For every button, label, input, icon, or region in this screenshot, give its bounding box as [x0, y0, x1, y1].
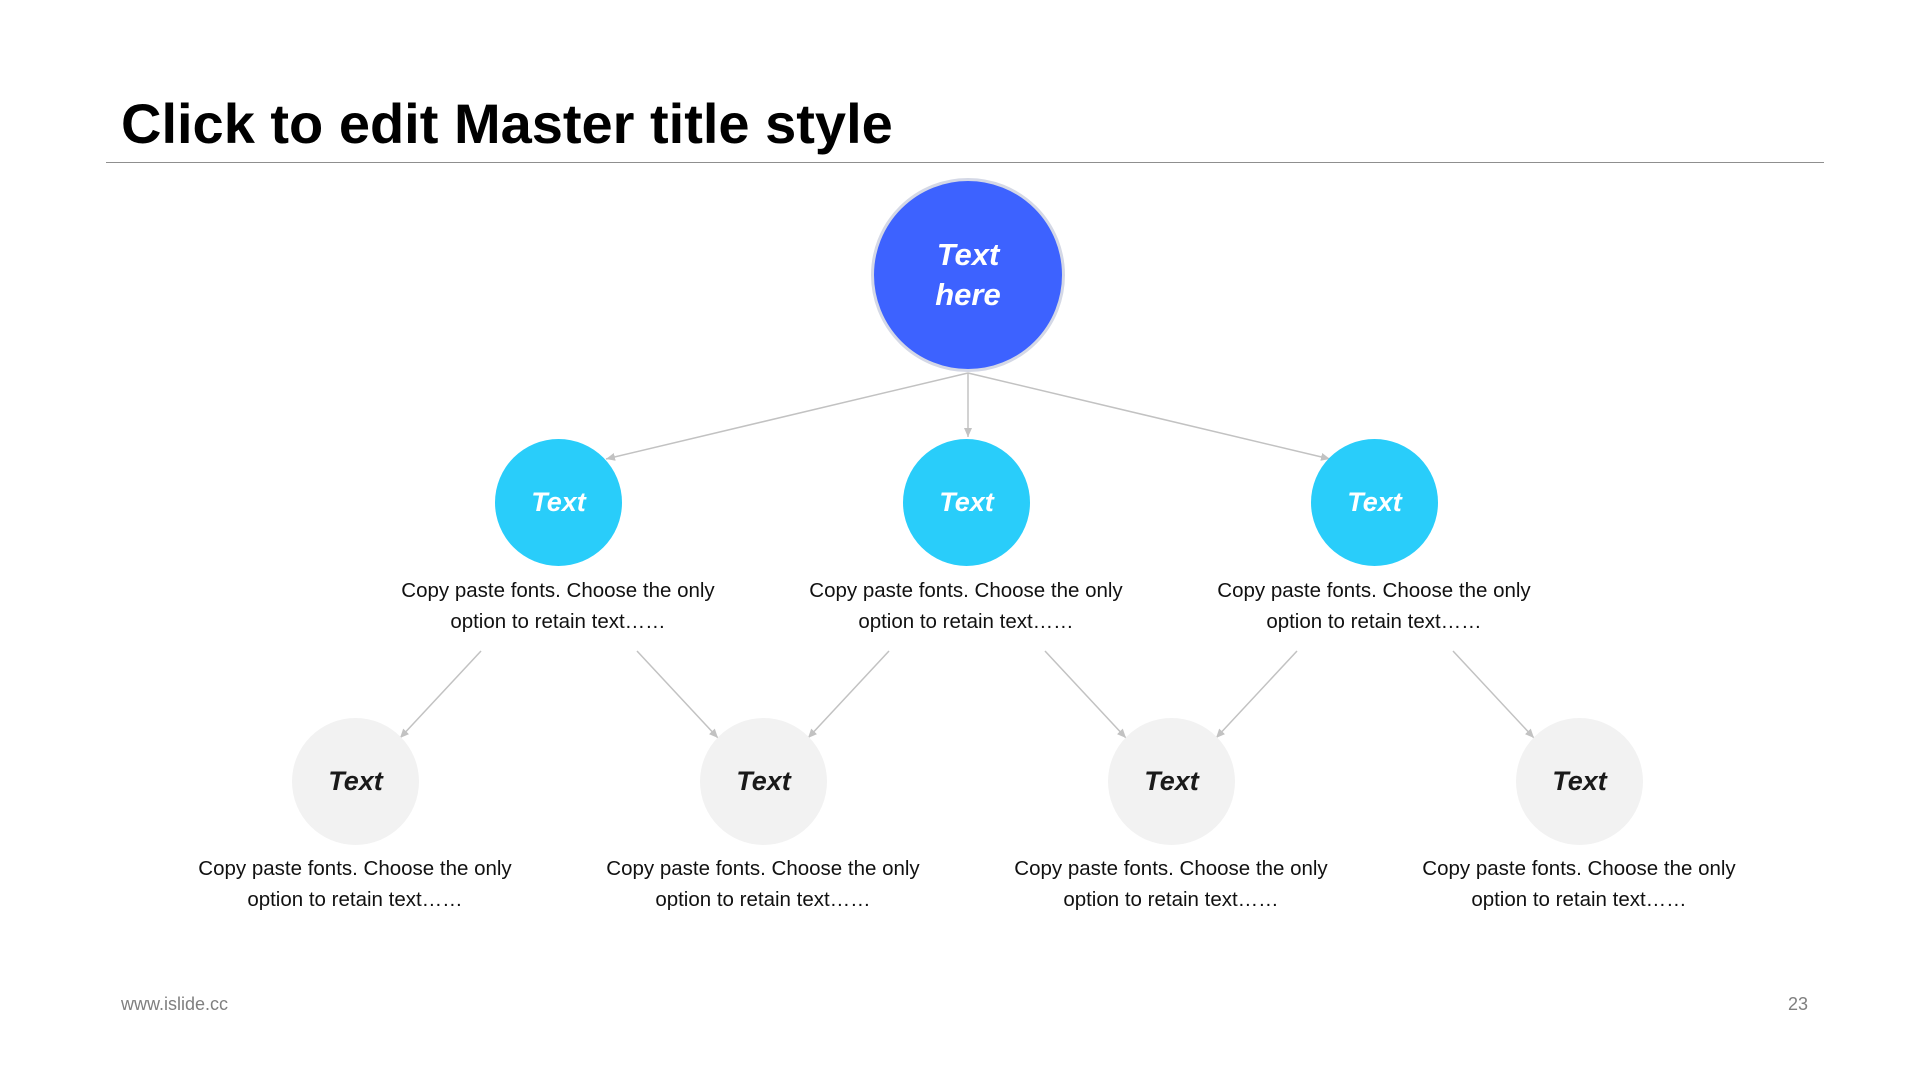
leaf-node-1-caption: Copy paste fonts. Choose the only option…	[165, 853, 545, 915]
mid-node-1-label: Text	[531, 487, 586, 517]
caption-line: option to retain text……	[1471, 888, 1687, 911]
caption-line: Copy paste fonts. Choose the only	[1014, 857, 1328, 880]
caption-line: Copy paste fonts. Choose the only	[1217, 579, 1531, 602]
connector-mid-3-to-leaf-4	[1452, 650, 1535, 739]
caption-line: Copy paste fonts. Choose the only	[809, 579, 1123, 602]
caption-line: Copy paste fonts. Choose the only	[401, 579, 715, 602]
mid-node-1-caption: Copy paste fonts. Choose the only option…	[368, 575, 748, 637]
caption-line: Copy paste fonts. Choose the only	[1422, 857, 1736, 880]
caption-line: Copy paste fonts. Choose the only	[606, 857, 920, 880]
caption-line: option to retain text……	[247, 888, 463, 911]
mid-node-1: Text	[495, 439, 622, 566]
mid-node-3-caption: Copy paste fonts. Choose the only option…	[1184, 575, 1564, 637]
caption-line: option to retain text……	[1266, 610, 1482, 633]
leaf-node-3: Text	[1108, 718, 1235, 845]
page-number: 23	[1787, 994, 1808, 1014]
leaf-node-4: Text	[1516, 718, 1643, 845]
leaf-node-1: Text	[292, 718, 419, 845]
caption-line: Copy paste fonts. Choose the only	[198, 857, 512, 880]
mid-node-2: Text	[903, 439, 1030, 566]
root-node-line-1: Text	[936, 237, 1000, 272]
caption-line: option to retain text……	[450, 610, 666, 633]
caption-line: option to retain text……	[858, 610, 1074, 633]
leaf-node-2-caption: Copy paste fonts. Choose the only option…	[573, 853, 953, 915]
root-node: Text here	[871, 178, 1065, 372]
connector-mid-2-to-leaf-2	[807, 650, 890, 739]
connector-root-to-mid-3	[967, 372, 1331, 461]
leaf-node-3-caption: Copy paste fonts. Choose the only option…	[981, 853, 1361, 915]
leaf-node-1-label: Text	[328, 766, 383, 796]
connector-mid-1-to-leaf-2	[636, 650, 719, 739]
slide-title: Click to edit Master title style	[121, 92, 893, 155]
caption-line: option to retain text……	[655, 888, 871, 911]
connector-mid-3-to-leaf-3	[1215, 650, 1298, 739]
leaf-node-2-label: Text	[736, 766, 791, 796]
mid-node-2-caption: Copy paste fonts. Choose the only option…	[776, 575, 1156, 637]
mid-node-3-label: Text	[1347, 487, 1402, 517]
footer-url: www.islide.cc	[121, 994, 229, 1014]
leaf-node-2: Text	[700, 718, 827, 845]
leaf-node-4-label: Text	[1552, 766, 1607, 796]
caption-line: option to retain text……	[1063, 888, 1279, 911]
title-divider	[106, 162, 1824, 163]
connector-mid-1-to-leaf-1	[399, 650, 482, 739]
mid-node-2-label: Text	[939, 487, 994, 517]
connector-root-to-mid-1	[605, 372, 969, 461]
root-node-line-2: here	[935, 277, 1001, 312]
leaf-node-4-caption: Copy paste fonts. Choose the only option…	[1389, 853, 1769, 915]
leaf-node-3-label: Text	[1144, 766, 1199, 796]
mid-node-3: Text	[1311, 439, 1438, 566]
connector-mid-2-to-leaf-3	[1044, 650, 1127, 739]
